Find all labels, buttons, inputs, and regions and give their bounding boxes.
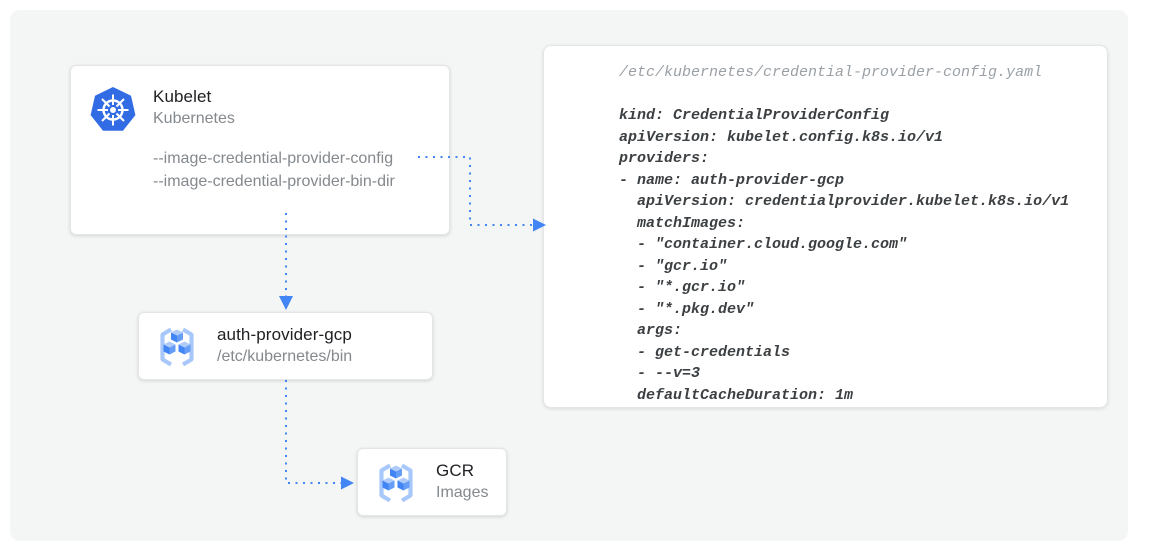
auth-provider-gcp-node: auth-provider-gcp /etc/kubernetes/bin xyxy=(138,312,433,380)
flag-credential-provider-bin-dir: --image-credential-provider-bin-dir xyxy=(153,173,395,190)
gcr-node: GCR Images xyxy=(357,448,507,516)
credential-provider-config-panel: /etc/kubernetes/credential-provider-conf… xyxy=(543,45,1108,408)
flag-credential-provider-config: --image-credential-provider-config xyxy=(153,150,394,167)
auth-provider-title: auth-provider-gcp xyxy=(217,325,352,344)
kubelet-flags: --image-credential-provider-config --ima… xyxy=(153,147,395,193)
config-yaml-content: kind: CredentialProviderConfig apiVersio… xyxy=(619,107,1070,404)
gcr-icon xyxy=(374,461,418,510)
kubelet-title: Kubelet xyxy=(153,87,212,106)
gcr-icon xyxy=(155,325,199,374)
kubelet-subtitle: Kubernetes xyxy=(153,110,235,127)
kubelet-node: Kubelet Kubernetes --image-credential-pr… xyxy=(70,65,450,235)
gcr-subtitle: Images xyxy=(436,484,489,501)
config-file-path: /etc/kubernetes/credential-provider-conf… xyxy=(619,64,1043,81)
kubernetes-icon xyxy=(89,86,137,139)
gcr-title: GCR xyxy=(436,461,475,480)
auth-provider-subtitle: /etc/kubernetes/bin xyxy=(217,348,353,365)
